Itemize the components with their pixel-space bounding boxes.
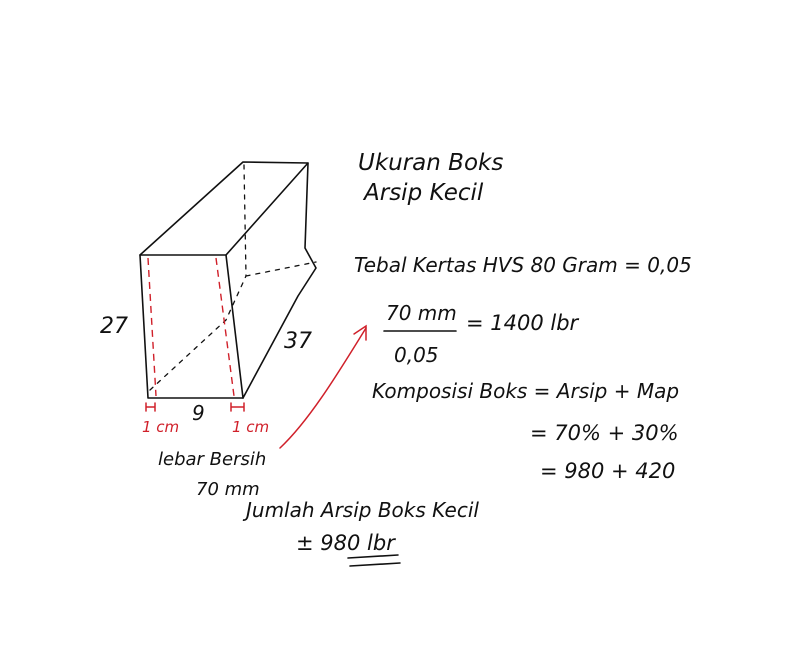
net-width-label: lebar Bersih	[158, 449, 266, 470]
right-margin-bracket	[230, 402, 245, 412]
total-label: Jumlah Arsip Boks Kecil	[242, 498, 479, 522]
composition-line: Komposisi Boks = Arsip + Map	[372, 379, 679, 403]
right-margin-label: 1 cm	[232, 418, 269, 436]
fraction-numerator: 70 mm	[386, 301, 457, 325]
box-hidden-edge-diagonal	[149, 275, 247, 391]
box-top-face	[139, 161, 309, 256]
percent-line: = 70% + 30%	[530, 421, 679, 445]
box-height-label: 27	[100, 314, 128, 339]
left-margin-bracket	[145, 402, 156, 412]
fraction-result: = 1400 lbr	[466, 311, 580, 335]
paper-thickness-line: Tebal Kertas HVS 80 Gram = 0,05	[354, 253, 692, 277]
red-arrow-head	[353, 324, 367, 341]
box-front-face	[139, 254, 244, 399]
total-underline-1	[347, 554, 399, 559]
total-underline-2	[349, 562, 401, 567]
split-line: = 980 + 420	[540, 459, 675, 483]
left-margin-line	[147, 257, 157, 397]
title-line-1: Ukuran Boks	[358, 150, 503, 176]
total-value: ± 980 lbr	[296, 531, 396, 555]
title-line-2: Arsip Kecil	[362, 180, 484, 206]
archive-box-sketch	[139, 161, 317, 412]
box-side-face	[242, 162, 317, 399]
box-depth-label: 37	[284, 329, 312, 354]
box-hidden-edge-vertical	[243, 164, 247, 277]
fraction-denominator: 0,05	[394, 343, 439, 367]
box-width-label: 9	[192, 401, 205, 425]
box-hidden-edge-back	[245, 261, 317, 277]
red-arrow	[279, 327, 367, 449]
net-width-value: 70 mm	[196, 479, 260, 500]
left-margin-label: 1 cm	[142, 418, 179, 436]
